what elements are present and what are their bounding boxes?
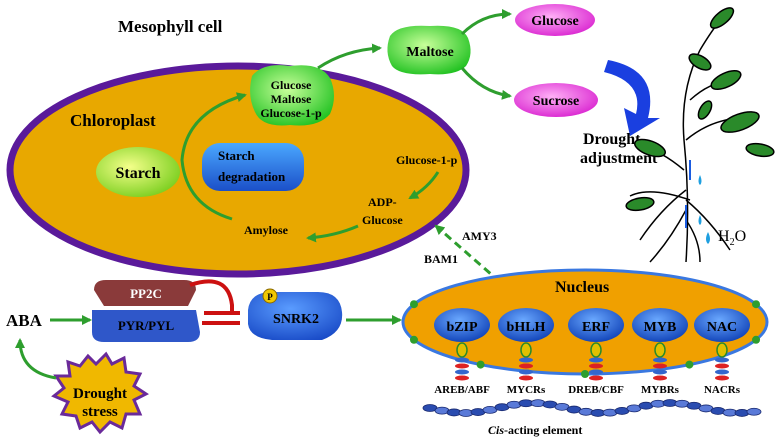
arrow-g1p-to-adpg [408, 171, 440, 200]
cis-element-label: DREB/CBF [568, 384, 624, 396]
starch-degradation-label-1: Starch [218, 148, 255, 163]
drought-adjustment-label-1: Drought [583, 131, 641, 148]
cis-element-label: MYBRs [641, 384, 680, 396]
adp-glucose-label-2: Glucose [362, 213, 403, 227]
pyr-shape [92, 310, 200, 342]
tf-label: bHLH [507, 320, 546, 335]
tf-nac: NAC [694, 308, 750, 342]
nuclear-pores [409, 300, 761, 378]
tf-label: NAC [707, 320, 737, 335]
cis-element-label: NACRs [704, 384, 741, 396]
starch-degradation-label-2: degradation [218, 169, 286, 184]
mesophyll-title: Mesophyll cell [118, 17, 223, 36]
drought-stress-label-1: Drought [73, 386, 127, 402]
inhibit-line [189, 279, 234, 313]
pp2c-shape [94, 280, 196, 306]
maltose-label: Maltose [406, 45, 453, 60]
tf-erf: ERF [568, 308, 624, 342]
dna-element: MYBRs [641, 342, 680, 396]
arrow-maltose-to-glucose [460, 9, 512, 36]
glucose-label: Glucose [531, 14, 578, 29]
cis-element-label: MYCRs [507, 384, 546, 396]
tf-label: MYB [644, 320, 677, 335]
amylose-label: Amylose [244, 223, 289, 237]
sugars-glucose-1-p: Glucose-1-p [260, 106, 322, 120]
sucrose-label: Sucrose [533, 94, 579, 109]
tf-group: bZIP bHLH ERF MYB NAC [434, 308, 750, 342]
arrow-stress-to-aba [15, 338, 57, 380]
tf-bzip: bZIP [434, 308, 490, 342]
dna-element: AREB/ABF [434, 342, 490, 396]
water-label: H2O [718, 228, 746, 248]
plant-icon [625, 7, 775, 263]
tf-myb: MYB [632, 308, 688, 342]
sugars-blob [250, 65, 334, 126]
maltose-blob [387, 25, 471, 75]
aba-label: ABA [6, 311, 43, 330]
adp-glucose-label-1: ADP- [368, 195, 397, 209]
drought-stress-label-2: stress [82, 404, 118, 420]
bam1-label: BAM1 [424, 252, 458, 266]
amy3-label: AMY3 [462, 229, 497, 243]
starch-degradation-box [202, 143, 304, 191]
dna-group: AREB/ABF MYCRs DREB/CBF MYBRs NACRs [434, 342, 741, 396]
sugars-maltose: Maltose [271, 92, 312, 106]
arrow-adpg-to-amylose [306, 224, 359, 243]
drought-adjustment-label-2: adjustment [580, 150, 658, 167]
arrow-maltose-to-sucrose [460, 67, 512, 100]
drought-stress-star [51, 351, 149, 435]
starch-label: Starch [115, 165, 160, 182]
dashed-arrow-to-adpg [434, 224, 501, 284]
arrow-sugars-to-maltose [317, 43, 382, 70]
drought-curve-arrow-icon [604, 60, 660, 136]
tf-label: ERF [582, 320, 610, 335]
dna-element: DREB/CBF [568, 342, 624, 396]
cis-element-label: AREB/ABF [434, 384, 490, 396]
pp2c-label: PP2C [130, 286, 162, 301]
pyr-label: PYR/PYL [118, 318, 175, 333]
snrk2-label: SNRK2 [273, 312, 319, 327]
dna-element: MYCRs [507, 342, 546, 396]
snrk2-shape [248, 292, 343, 340]
sucrose-blob [514, 83, 598, 117]
cis-chain-icon [422, 399, 762, 417]
sugars-glucose: Glucose [271, 78, 312, 92]
glucose-1-p-label: Glucose-1-p [396, 153, 458, 167]
nucleus-label: Nucleus [555, 279, 609, 296]
tf-label: bZIP [446, 320, 478, 335]
arrow-amylose-to-sugars [180, 92, 247, 221]
cis-label: Cis-acting element [488, 423, 582, 437]
phospho-label: P [267, 292, 273, 302]
dna-element: NACRs [704, 342, 741, 396]
chloroplast-label: Chloroplast [70, 111, 156, 130]
water-drop-icon [698, 175, 710, 244]
starch-blob [96, 147, 180, 197]
glucose-blob [515, 4, 595, 36]
tf-bhlh: bHLH [498, 308, 554, 342]
water-flow-icon [685, 160, 691, 228]
phospho-icon [262, 288, 278, 304]
